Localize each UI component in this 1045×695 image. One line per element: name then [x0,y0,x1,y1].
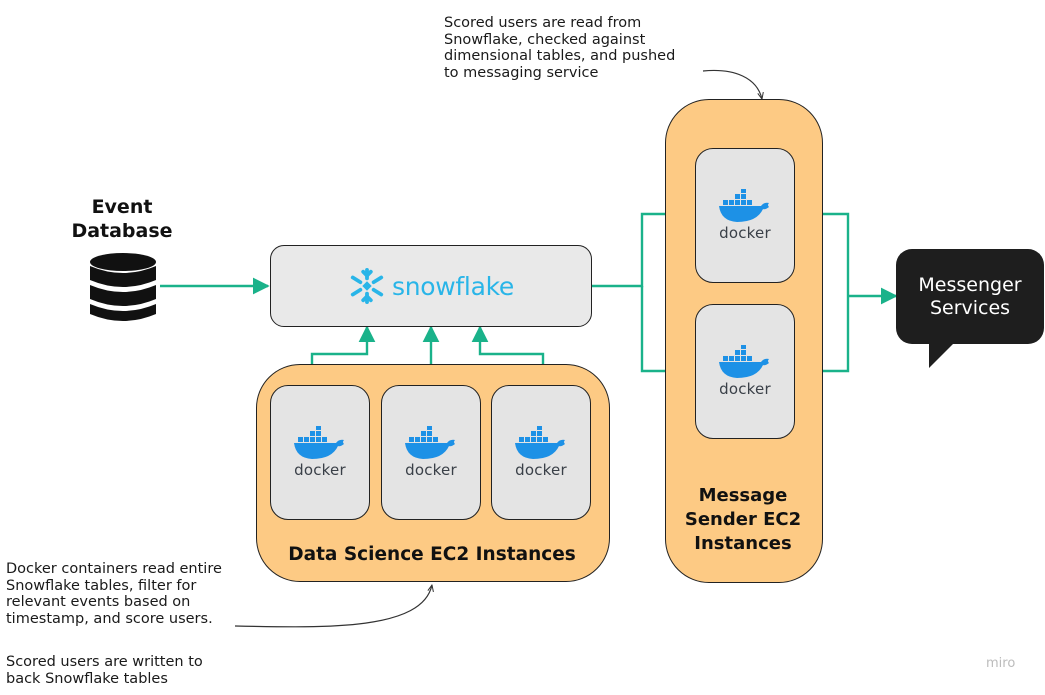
docker-container-sender-1: docker [695,148,795,283]
event-database-label: Event Database [71,196,173,242]
data-science-ec2-title: Data Science EC2 Instances [288,544,576,565]
speech-bubble-tail-icon [929,340,957,368]
note-docker-containers-read: Docker containers read entire Snowflake … [6,561,222,627]
messenger-services: Messenger Services [896,249,1044,344]
docker-whale-icon [719,189,769,222]
snowflake-warehouse: snowflake [270,245,592,327]
docker-container-sender-2: docker [695,304,795,439]
database-icon [90,253,156,321]
annotation-pointer-bottom [234,585,432,628]
docker-whale-icon [294,426,344,459]
docker-container-ds-1: docker [270,385,370,520]
snowflake-wordmark: snowflake [392,271,514,301]
docker-wordmark: docker [719,224,771,242]
docker-container-ds-2: docker [381,385,481,520]
docker-container-ds-3: docker [491,385,591,520]
docker-wordmark: docker [515,461,567,479]
snowflake-logo-icon [350,267,384,305]
docker-whale-icon [515,426,565,459]
docker-whale-icon [719,345,769,378]
docker-whale-icon [405,426,455,459]
messenger-services-label: Messenger Services [918,273,1022,319]
note-scored-users-written: Scored users are written to back Snowfla… [6,654,203,687]
miro-watermark: miro [986,656,1016,671]
annotation-pointer-top [702,69,762,99]
message-sender-ec2-title: Message Sender EC2 Instances [684,485,802,554]
docker-wordmark: docker [719,380,771,398]
docker-wordmark: docker [294,461,346,479]
note-scored-users-read: Scored users are read from Snowflake, ch… [444,15,676,81]
docker-wordmark: docker [405,461,457,479]
